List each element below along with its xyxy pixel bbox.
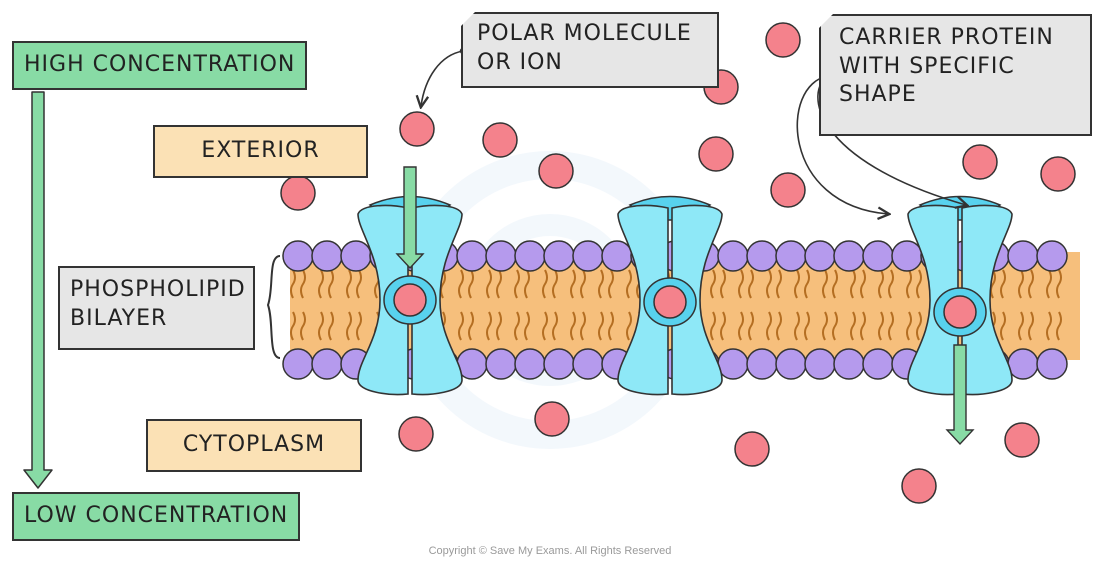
phosphate-head [601, 240, 633, 272]
exterior-label: EXTERIOR [153, 125, 368, 178]
polar-molecule [698, 136, 734, 172]
copyright-notice: Copyright © Save My Exams. All Rights Re… [428, 545, 672, 557]
carrier-protein-line-1: CARRIER PROTEIN [839, 25, 1054, 50]
phosphate-head [833, 348, 865, 380]
phosphate-head [282, 348, 314, 380]
phosphate-head [746, 240, 778, 272]
phospholipid-line-1: PHOSPHOLIPID [70, 277, 246, 302]
polar-molecule [734, 431, 770, 467]
protein-subunit [671, 204, 723, 396]
carrier-protein [357, 166, 463, 396]
bound-ion [393, 283, 427, 317]
phosphate-head [456, 240, 488, 272]
phosphate-head [1036, 240, 1068, 272]
polar-molecule [280, 175, 316, 211]
phosphate-head [282, 240, 314, 272]
polar-molecule-label: POLAR MOLECULE OR ION [461, 12, 719, 88]
phosphate-head [1036, 348, 1068, 380]
polar-molecule [770, 172, 806, 208]
concentration-gradient-arrow [23, 91, 53, 489]
protein-subunit [617, 204, 669, 396]
phosphate-head [311, 348, 343, 380]
phosphate-head [514, 240, 546, 272]
phospholipid-line-2: BILAYER [70, 305, 168, 331]
bound-ion [943, 295, 977, 329]
phosphate-head [1007, 240, 1039, 272]
phosphate-head [804, 348, 836, 380]
protein-subunit [961, 204, 1013, 396]
phosphate-head [717, 240, 749, 272]
phosphate-head [485, 348, 517, 380]
phosphate-head [862, 240, 894, 272]
phosphate-head [485, 240, 517, 272]
polar-molecule [962, 144, 998, 180]
carrier-protein-line-3: SHAPE [839, 82, 917, 108]
phosphate-head [746, 348, 778, 380]
phosphate-head [340, 240, 372, 272]
polar-molecule [482, 122, 518, 158]
protein-subunit [357, 204, 409, 396]
polar-molecule [1040, 156, 1076, 192]
polar-molecule-line-1: POLAR MOLECULE [477, 21, 692, 46]
phosphate-head [311, 240, 343, 272]
polar-molecule-line-2: OR ION [477, 49, 563, 75]
polar-molecule [399, 111, 435, 147]
bilayer-brace [266, 255, 281, 359]
phosphate-head [514, 348, 546, 380]
protein-subunit [411, 204, 463, 396]
polar-molecule [901, 468, 937, 504]
direction-arrow [395, 166, 425, 270]
bound-ion [653, 285, 687, 319]
phosphate-head [572, 240, 604, 272]
high-concentration-label: HIGH CONCENTRATION [12, 41, 308, 90]
polar-molecule [538, 153, 574, 189]
phosphate-head [572, 348, 604, 380]
phosphate-head [1007, 348, 1039, 380]
low-concentration-label: LOW CONCENTRATION [12, 492, 301, 541]
direction-arrow [945, 344, 975, 446]
carrier-protein [617, 195, 723, 396]
polar-molecule [398, 416, 434, 452]
phospholipid-bilayer-label: PHOSPHOLIPID BILAYER [58, 266, 255, 350]
carrier-protein-label: CARRIER PROTEIN WITH SPECIFIC SHAPE [819, 14, 1092, 136]
phosphate-head [862, 348, 894, 380]
polar-molecule [765, 22, 801, 58]
phosphate-head [775, 348, 807, 380]
phosphate-head [804, 240, 836, 272]
polar-molecules [280, 22, 1076, 504]
cytoplasm-label: CYTOPLASM [146, 419, 362, 472]
phosphate-head [543, 348, 575, 380]
polar-molecule [534, 401, 570, 437]
phosphate-head [775, 240, 807, 272]
phosphate-head [543, 240, 575, 272]
carrier-protein-line-2: WITH SPECIFIC [839, 53, 1015, 79]
phosphate-head [833, 240, 865, 272]
phosphate-head [717, 348, 749, 380]
phosphate-head [891, 240, 923, 272]
protein-subunit [907, 204, 959, 396]
polar-molecule-pointer [421, 47, 467, 107]
polar-molecule [1004, 422, 1040, 458]
